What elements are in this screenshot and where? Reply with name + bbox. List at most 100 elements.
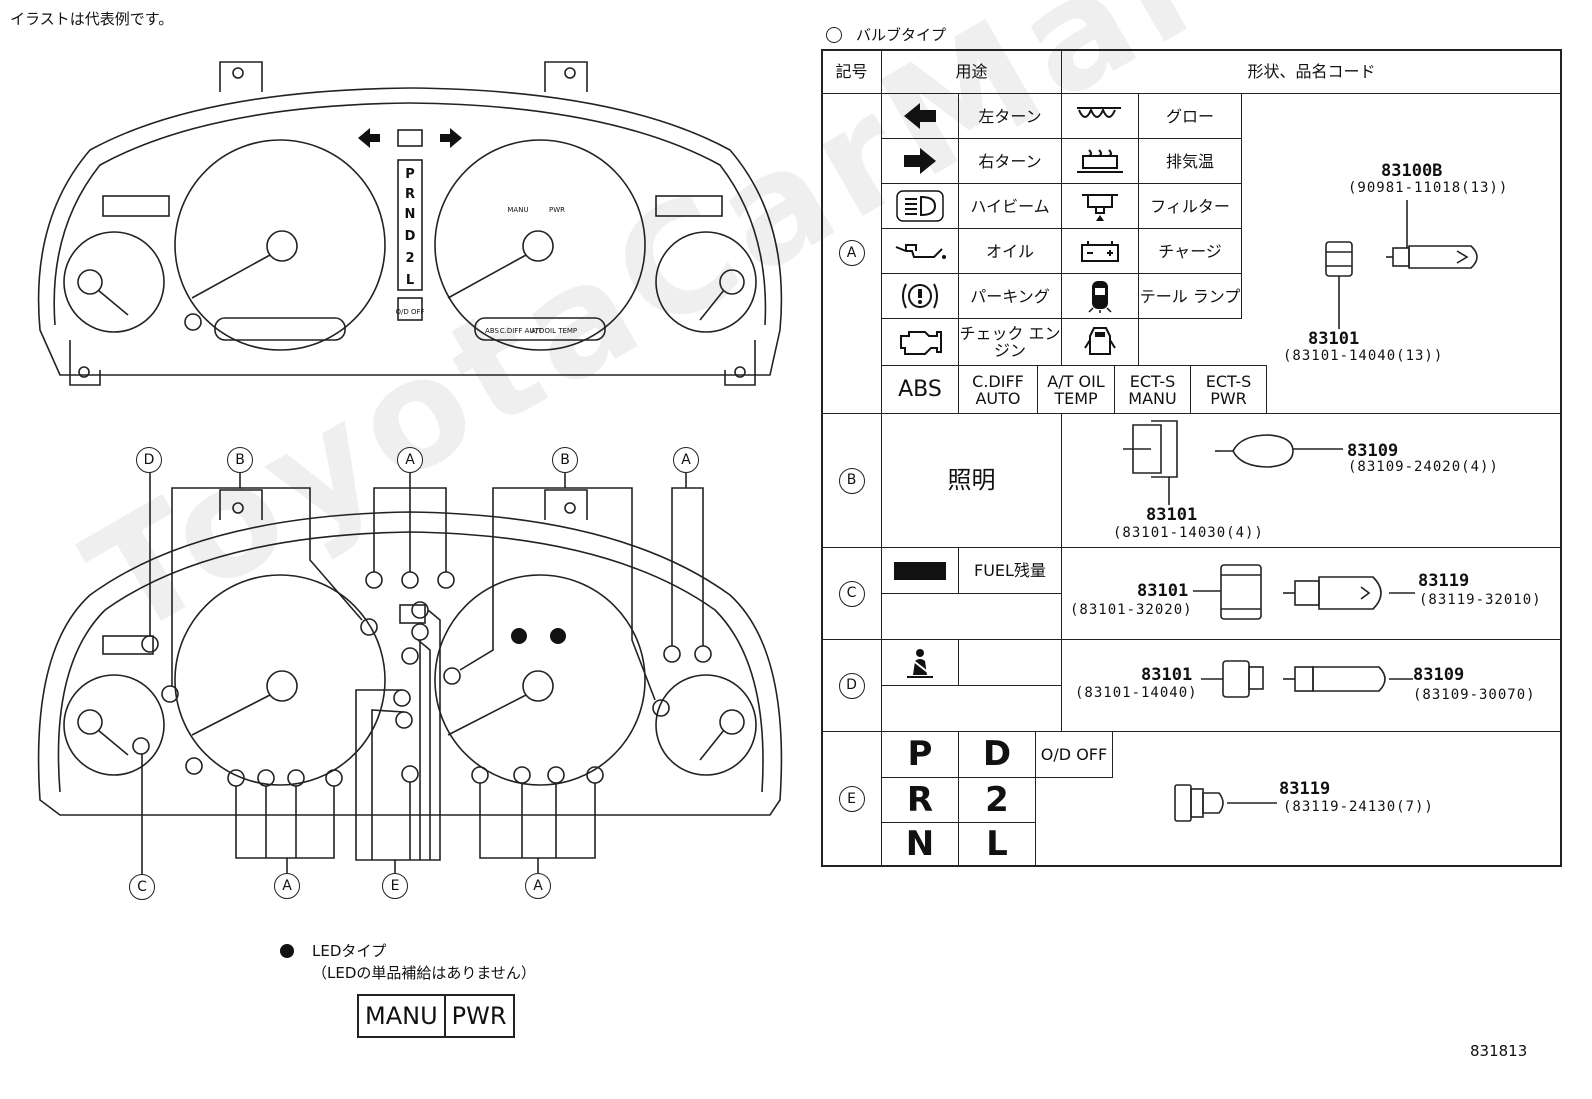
bulb-b-drawing <box>1123 420 1343 505</box>
charge-icon <box>1061 228 1139 274</box>
front-manu-label: MANU <box>507 206 528 214</box>
shift-2: 2 <box>958 777 1036 823</box>
part-83101-c-number: 83101 <box>1137 581 1189 601</box>
part-83101-a-number: 83101 <box>1308 329 1360 349</box>
symbol-e-cell: E <box>821 731 882 867</box>
part-83100b-number: 83100B <box>1381 161 1443 181</box>
socket-a-1 <box>365 571 383 589</box>
use-od-off: O/D OFF <box>1035 731 1113 778</box>
callout-b-right: B <box>552 447 578 473</box>
use-abs: ABS <box>881 365 959 414</box>
illustration-note: イラストは代表例です。 <box>10 10 174 28</box>
bulb-circle-icon <box>826 26 842 43</box>
symbol-d-cell: D <box>821 639 882 732</box>
symbol-a: A <box>838 240 865 266</box>
front-tachometer <box>434 139 646 351</box>
symbol-d: D <box>838 672 865 699</box>
part-83119-e-code: (83119-24130(7)) <box>1283 799 1434 815</box>
gear-indicator-frame <box>397 159 423 291</box>
bulb-legend-label: バルブタイプ <box>856 26 947 44</box>
shift-p: P <box>881 731 959 778</box>
part-83119-c-code: (83119-32010) <box>1419 592 1542 608</box>
shift-l: L <box>958 822 1036 867</box>
use-oil: オイル <box>958 228 1062 274</box>
led-legend-title: LEDタイプ <box>312 942 387 960</box>
callout-d: D <box>136 447 162 473</box>
shift-n: N <box>881 822 959 867</box>
od-off-label: O/D OFF <box>395 308 424 316</box>
front-cdiff-label: C.DIFF AUTO <box>500 327 545 335</box>
parking-brake-icon <box>881 273 959 319</box>
fuel-level-icon <box>881 547 959 594</box>
part-83119-c-number: 83119 <box>1418 571 1470 591</box>
right-turn-icon <box>881 138 959 184</box>
use-ects-manu: ECT-S MANU <box>1114 365 1191 414</box>
use-c-empty <box>881 593 1062 640</box>
gear-letter-n: N <box>405 207 416 222</box>
use-exhaust-temp: 排気温 <box>1138 138 1242 184</box>
led-legend: LEDタイプ （LEDの単品補給はありません） <box>280 940 536 984</box>
callout-a-top: A <box>397 447 423 473</box>
front-speedometer <box>174 139 386 351</box>
shift-d: D <box>958 731 1036 778</box>
part-d-cell <box>1061 639 1562 732</box>
callout-e: E <box>382 873 408 899</box>
bulb-e-drawing <box>1174 784 1277 822</box>
led-manu-cell: MANU <box>359 996 446 1036</box>
use-at-oil-temp: A/T OIL TEMP <box>1037 365 1115 414</box>
part-83101-b-code: (83101-14030(4)) <box>1113 525 1264 541</box>
front-cluster-outline <box>37 87 783 376</box>
exhaust-temp-icon <box>1061 138 1139 184</box>
bulb-a-drawing <box>1325 200 1478 329</box>
symbol-b: B <box>838 467 865 494</box>
tail-lamp-icon <box>1061 273 1139 319</box>
gear-letter-p: P <box>405 167 415 182</box>
part-83109-b-code: (83109-24020(4)) <box>1348 459 1499 475</box>
use-filter: フィルター <box>1138 183 1242 229</box>
header-shape: 形状、品名コード <box>1061 49 1562 94</box>
front-temp-gauge <box>655 231 757 333</box>
shift-r: R <box>881 777 959 823</box>
gear-letter-l: L <box>406 273 414 288</box>
use-fuel-level: FUEL残量 <box>958 547 1062 594</box>
part-83101-d-code: (83101-14040) <box>1075 685 1198 701</box>
front-right-turn-arrow <box>440 128 462 148</box>
glow-icon <box>1061 93 1139 139</box>
front-left-turn-arrow <box>358 128 380 148</box>
left-turn-icon <box>881 93 959 139</box>
callout-c: C <box>129 874 155 900</box>
callout-b-left: B <box>227 447 253 473</box>
use-cdiff-auto: C.DIFF AUTO <box>958 365 1038 414</box>
callout-a-bottom-right: A <box>525 873 551 899</box>
use-illumination: 照明 <box>881 413 1062 548</box>
bulb-table: 記号 用途 形状、品名コード A 左ターン グロー 右ターン 排気温 ハイビーム… <box>821 49 1562 867</box>
use-glow: グロー <box>1138 93 1242 139</box>
use-ects-pwr: ECT-S PWR <box>1190 365 1267 414</box>
use-left-turn: 左ターン <box>958 93 1062 139</box>
led-pwr-cell: PWR <box>451 1002 507 1030</box>
use-high-beam: ハイビーム <box>958 183 1062 229</box>
symbol-e: E <box>838 786 865 812</box>
use-charge: チャージ <box>1138 228 1242 274</box>
led-legend-sub: （LEDの単品補給はありません） <box>312 964 536 982</box>
check-engine-icon <box>881 318 959 366</box>
door-open-icon <box>1061 318 1139 366</box>
part-83101-a-code: (83101-14040(13)) <box>1283 348 1444 364</box>
header-symbol: 記号 <box>821 49 882 94</box>
bulb-c-drawing <box>1193 564 1415 620</box>
callout-a-bottom-left: A <box>274 873 300 899</box>
led-dot-1 <box>511 628 527 644</box>
cluster-diagram: P R N D 2 L O/D OFF MANU PWR ABS C.DIFF … <box>37 61 783 875</box>
part-83101-b-number: 83101 <box>1146 505 1198 525</box>
part-83101-d-number: 83101 <box>1141 665 1193 685</box>
use-tail-lamp: テール ランプ <box>1138 273 1242 319</box>
front-fuel-gauge <box>63 231 165 333</box>
oil-icon <box>881 228 959 274</box>
symbol-a-cell: A <box>821 93 882 414</box>
gear-letter-d: D <box>405 229 416 244</box>
front-atoil-label: A/T OIL TEMP <box>531 327 577 335</box>
callout-a-right: A <box>673 447 699 473</box>
front-pwr-label: PWR <box>549 206 565 214</box>
bulb-type-legend: バルブタイプ <box>826 24 946 45</box>
gear-letter-2: 2 <box>405 251 414 266</box>
